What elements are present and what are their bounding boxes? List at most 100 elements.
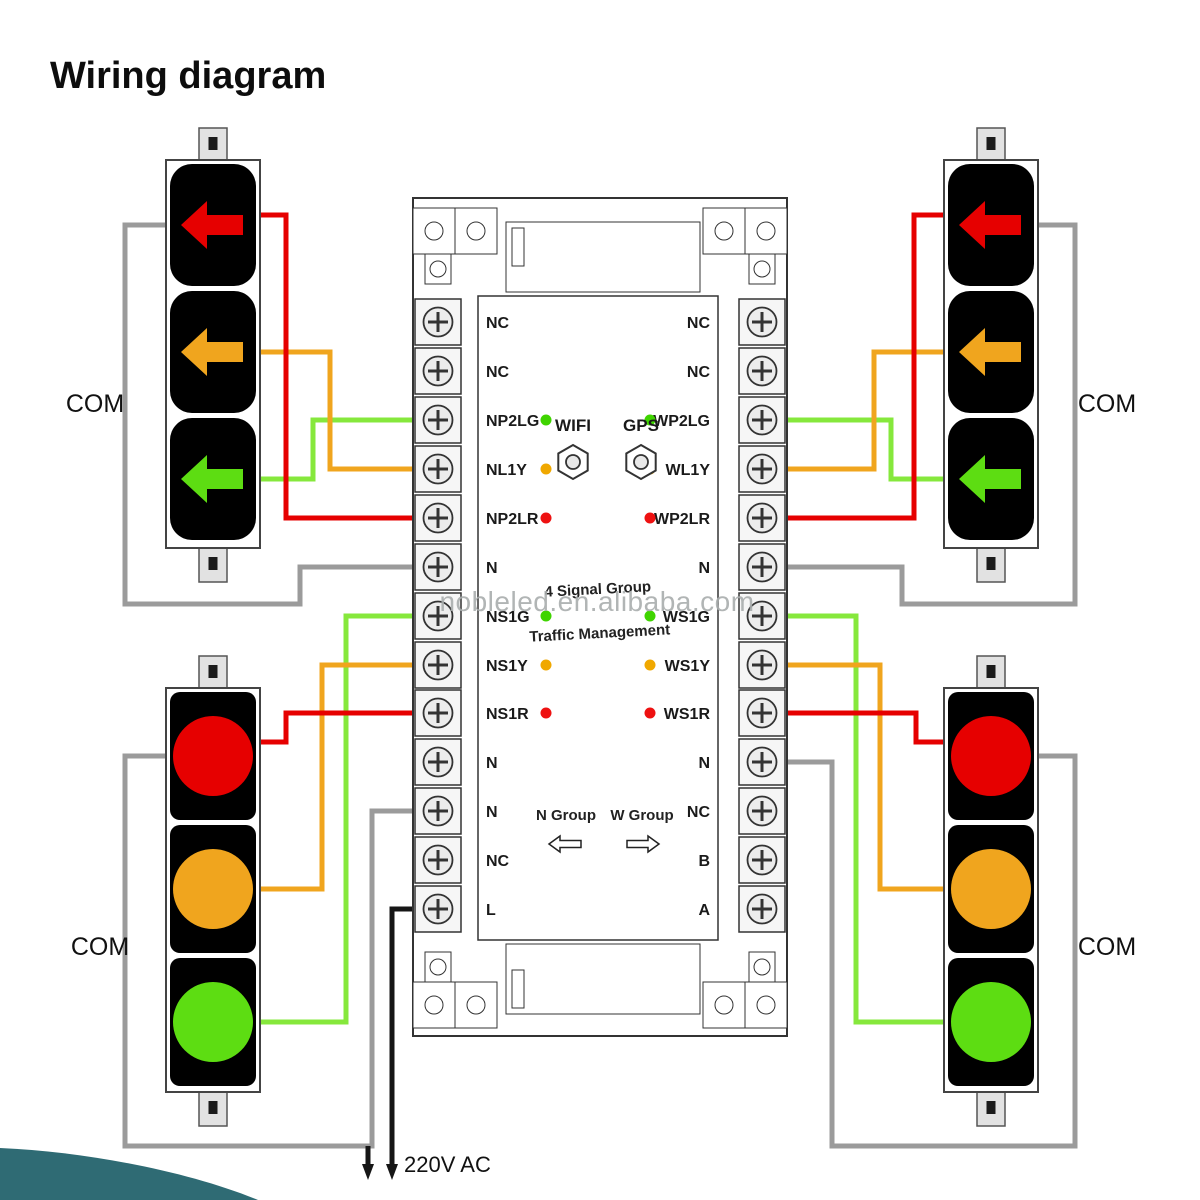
status-dot-green xyxy=(540,414,552,426)
status-dot-red xyxy=(644,512,656,524)
com-label-top-right: COM xyxy=(1078,390,1136,418)
mounting-tab xyxy=(198,1091,228,1127)
status-dot-green xyxy=(540,610,552,622)
terminal-label-right-2: WP2LG xyxy=(653,413,710,430)
terminal-label-right-5: N xyxy=(698,560,710,577)
status-dot-amber xyxy=(540,659,552,671)
wire-green-bottom-left xyxy=(256,613,415,1025)
traffic-light-bottom-right xyxy=(943,655,1039,1127)
mounting-hole xyxy=(756,995,776,1015)
mounting-hole xyxy=(429,260,447,278)
terminal-screw xyxy=(413,444,463,494)
terminal-screw xyxy=(413,297,463,347)
mounting-hole xyxy=(714,995,734,1015)
mounting-hole xyxy=(466,995,486,1015)
watermark: nobleled.en.alibaba.com xyxy=(439,586,754,617)
top-slot xyxy=(505,221,701,293)
wire-red-bottom-right xyxy=(785,710,944,745)
n-group-label: N Group xyxy=(536,807,596,824)
terminal-screw xyxy=(737,640,787,690)
com-label-bottom-left: COM xyxy=(71,933,129,961)
mounting-hole xyxy=(424,221,444,241)
w-group-label: W Group xyxy=(610,807,673,824)
terminal-label-right-7: WS1Y xyxy=(665,658,711,675)
terminal-label-right-8: WS1R xyxy=(664,706,711,723)
terminal-screw xyxy=(737,297,787,347)
top-slot-notch xyxy=(511,227,525,267)
bottom-slot xyxy=(505,943,701,1015)
wire-ac-live xyxy=(389,906,415,1166)
terminal-label-left-5: N xyxy=(486,560,498,577)
terminal-screw xyxy=(737,835,787,885)
status-dot-red xyxy=(540,512,552,524)
terminal-screw xyxy=(737,884,787,934)
mounting-hole xyxy=(753,260,771,278)
terminal-label-left-10: N xyxy=(486,804,498,821)
status-dot-red xyxy=(540,707,552,719)
terminal-screw xyxy=(413,395,463,445)
wire-com-bottom-right xyxy=(785,753,1078,1149)
terminal-label-left-4: NP2LR xyxy=(486,511,539,528)
wire-red-top-right xyxy=(785,212,944,521)
terminal-label-left-3: NL1Y xyxy=(486,462,527,479)
terminal-screw xyxy=(737,346,787,396)
terminal-screw xyxy=(413,688,463,738)
terminal-screw xyxy=(737,444,787,494)
wire-amber-top-left xyxy=(256,349,415,472)
ac-arrowhead-neutral xyxy=(362,1164,374,1180)
wire-green-top-right xyxy=(785,417,944,482)
wire-com-bottom-left xyxy=(122,753,415,1149)
traffic-light-top-right xyxy=(943,127,1039,583)
terminal-screw xyxy=(737,786,787,836)
wire-amber-bottom-left xyxy=(256,662,415,892)
green-round-lens xyxy=(173,982,253,1062)
traffic-light-top-left xyxy=(165,127,261,583)
terminal-label-right-1: NC xyxy=(687,364,711,381)
mounting-tab xyxy=(198,547,228,583)
wire-red-bottom-left xyxy=(256,710,415,745)
terminal-screw xyxy=(737,737,787,787)
status-dot-amber xyxy=(644,659,656,671)
amber-round-lens xyxy=(951,849,1031,929)
com-label-bottom-right: COM xyxy=(1078,933,1136,961)
wire-green-bottom-right xyxy=(785,613,944,1025)
red-round-lens xyxy=(173,716,253,796)
terminal-label-left-8: NS1R xyxy=(486,706,529,723)
terminal-label-left-1: NC xyxy=(486,364,510,381)
mounting-hole xyxy=(424,995,444,1015)
terminal-screw xyxy=(737,688,787,738)
mounting-tab xyxy=(976,655,1006,691)
mounting-tab xyxy=(976,127,1006,163)
terminal-label-left-9: N xyxy=(486,755,498,772)
ac-arrowhead-live xyxy=(386,1164,398,1180)
wifi-antenna-icon xyxy=(557,444,589,480)
terminal-label-left-11: NC xyxy=(486,853,510,870)
mounting-hole xyxy=(429,958,447,976)
board-title-line1: 4 Signal Group xyxy=(544,578,651,601)
traffic-light-bottom-left xyxy=(165,655,261,1127)
bottom-slot-notch xyxy=(511,969,525,1009)
terminal-label-left-6: NS1G xyxy=(486,609,530,626)
gps-antenna-icon xyxy=(625,444,657,480)
terminal-screw xyxy=(413,542,463,592)
corner-decoration xyxy=(0,1148,258,1200)
amber-round-lens xyxy=(173,849,253,929)
terminal-label-right-4: WP2LR xyxy=(654,511,710,528)
status-dot-red xyxy=(644,707,656,719)
page-title: Wiring diagram xyxy=(50,55,326,97)
terminal-label-right-9: N xyxy=(698,755,710,772)
com-label-top-left: COM xyxy=(66,390,124,418)
mounting-hole xyxy=(756,221,776,241)
terminal-label-left-7: NS1Y xyxy=(486,658,528,675)
wire-amber-top-right xyxy=(785,349,944,472)
wire-com-top-left xyxy=(122,222,415,607)
terminal-label-left-0: NC xyxy=(486,315,510,332)
wifi-label: WIFI xyxy=(555,416,591,435)
inner-board xyxy=(477,295,719,941)
terminal-label-right-3: WL1Y xyxy=(666,462,711,479)
red-round-lens xyxy=(951,716,1031,796)
voltage-label: 220V AC xyxy=(404,1152,491,1177)
mounting-hole xyxy=(714,221,734,241)
controller-board: NC NC NP2LG NL1Y NP2LR N NS1G NS1Y NS1R … xyxy=(412,197,788,1037)
